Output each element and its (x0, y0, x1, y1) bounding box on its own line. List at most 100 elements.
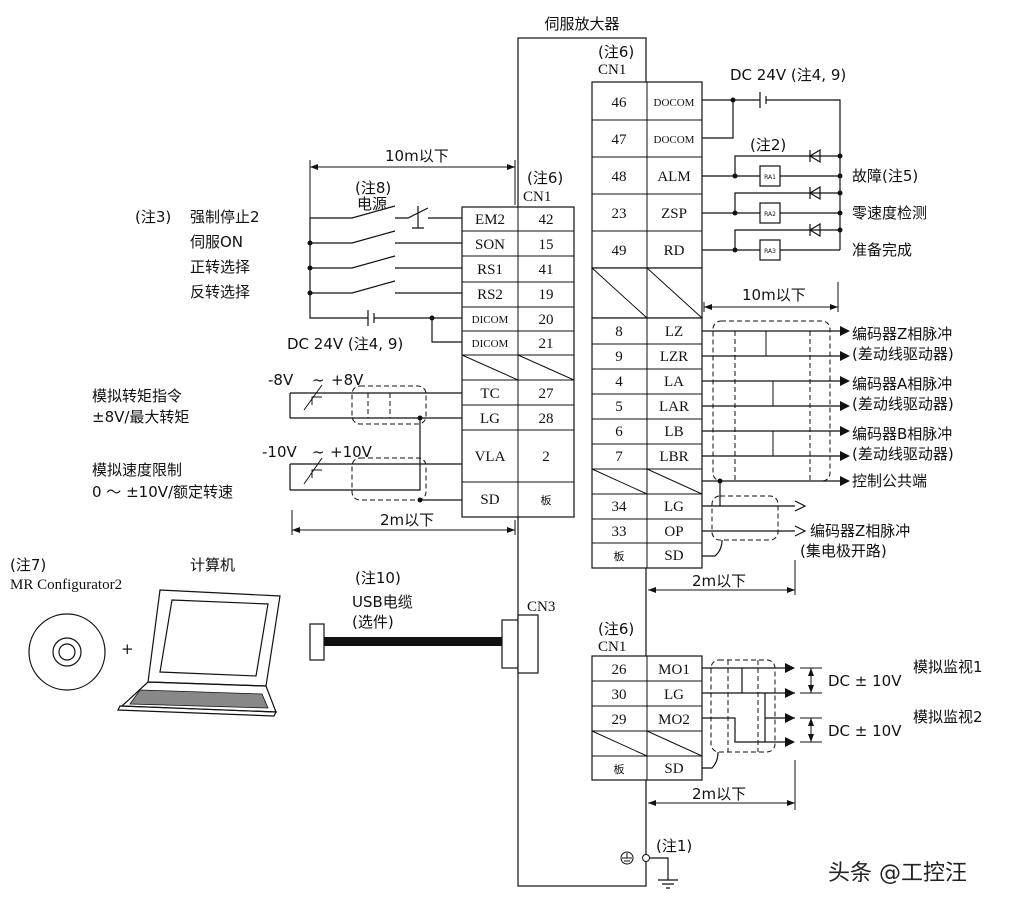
pin-28: 28 (539, 411, 554, 427)
pin-plate-left: 板 (541, 493, 552, 507)
pin-48: 48 (612, 169, 627, 185)
laptop-icon (117, 589, 281, 717)
signal-zsp: ZSP (661, 206, 687, 222)
pin-26: 26 (612, 662, 628, 678)
pin-41: 41 (539, 262, 554, 278)
relay-note: (注2) (750, 136, 786, 154)
cn1-top-note: (注6) (598, 43, 634, 61)
signal-sd-encoder: SD (664, 548, 683, 564)
monitor-wiring (702, 659, 822, 769)
pin-6: 6 (615, 424, 623, 440)
pin-8: 8 (615, 324, 623, 340)
analog-torque-range: ±8V/最大转矩 (92, 408, 189, 426)
watermark: 头条 @工控汪 (828, 861, 967, 886)
cn1-top-table: 46 DOCOM 47 DOCOM 48 ALM 23 ZSP 49 RD (591, 81, 703, 269)
signal-alm: ALM (657, 169, 690, 185)
relay-ra2: RA2 (764, 211, 776, 218)
input-group-note: (注3) (135, 208, 171, 226)
pin-9: 9 (615, 349, 623, 365)
signal-lg-30: LG (664, 687, 684, 703)
distance-left-bottom: 2m以下 (380, 511, 434, 529)
input-forced-stop: 强制停止2 (190, 208, 260, 226)
pin-15: 15 (539, 237, 554, 253)
pin-7: 7 (615, 449, 623, 465)
pin-42: 42 (539, 212, 554, 228)
signal-son: SON (475, 237, 505, 253)
pin-plate-encoder: 板 (614, 549, 625, 563)
power-note: (注8) (355, 179, 391, 197)
output-encoder-a-type: (差动线驱动器) (852, 395, 954, 413)
dc24v-top-label: DC 24V (注4, 9) (730, 66, 846, 84)
distance-encoder: 2m以下 (692, 572, 746, 590)
software-name: MR Configurator2 (10, 577, 122, 593)
analog-speed-range: 0 ～ ±10V/额定转速 (92, 483, 233, 501)
signal-dicom-20: DICOM (472, 314, 509, 326)
pin-47: 47 (612, 132, 628, 148)
cn1-monitor-note: (注6) (598, 620, 634, 638)
output-zero-speed: 零速度检测 (852, 204, 927, 222)
output-encoder-z-oc: 编码器Z相脉冲 (810, 522, 910, 540)
signal-mo2: MO2 (658, 712, 690, 728)
torque-plus: +8V (331, 371, 364, 389)
cn1-top-label: CN1 (598, 62, 626, 78)
signal-lzr: LZR (660, 349, 688, 365)
analog-monitor-2: 模拟监视2 (913, 708, 983, 726)
signal-lar: LAR (659, 399, 689, 415)
power-label: 电源 (357, 195, 387, 213)
output-control-common: 控制公共端 (852, 472, 927, 490)
pin-33: 33 (612, 524, 627, 540)
usb-cable-option: (选件) (352, 613, 394, 631)
signal-docom-47: DOCOM (654, 134, 695, 146)
signal-mo1: MO1 (658, 662, 690, 678)
signal-lg-34: LG (664, 499, 684, 515)
pin-plate-monitor: 板 (614, 762, 625, 776)
signal-sd-left: SD (480, 492, 499, 508)
relay-ra1: RA1 (764, 174, 776, 181)
pin-5: 5 (615, 399, 623, 415)
cn1-left-table: EM2 42 SON 15 RS1 41 RS2 19 DICOM 20 DIC… (461, 206, 575, 518)
cn1-left-label: CN1 (523, 189, 551, 205)
pin-49: 49 (612, 243, 627, 259)
signal-vla: VLA (475, 449, 506, 465)
signal-lz: LZ (665, 324, 683, 340)
torque-tilde: ~ (312, 371, 325, 389)
input-servo-on: 伺服ON (190, 233, 243, 251)
ground-note: (注1) (656, 837, 692, 855)
cd-icon (28, 613, 106, 691)
signal-sd-monitor: SD (664, 761, 683, 777)
signal-lb: LB (664, 424, 683, 440)
usb-cable-note: (注10) (355, 569, 401, 587)
distance-top-right: 10m以下 (742, 286, 806, 304)
pin-27: 27 (539, 386, 555, 402)
signal-rs2: RS2 (477, 287, 503, 303)
pin-46: 46 (612, 95, 628, 111)
dc24v-left-label: DC 24V (注4, 9) (287, 335, 403, 353)
encoder-wiring (702, 320, 850, 557)
output-ready: 准备完成 (852, 241, 912, 259)
amplifier-title: 伺服放大器 (544, 15, 619, 33)
signal-dicom-21: DICOM (472, 338, 509, 350)
speed-tilde: ~ (312, 443, 325, 461)
output-encoder-z-type: (差动线驱动器) (852, 345, 954, 363)
relay-ra3: RA3 (764, 248, 776, 255)
signal-rd: RD (664, 243, 685, 259)
torque-minus: -8V (268, 371, 294, 389)
dc-range-1: DC ± 10V (828, 672, 902, 690)
signal-lg-28: LG (480, 411, 500, 427)
dc-range-2: DC ± 10V (828, 722, 902, 740)
usb-cable (309, 614, 539, 674)
cn1-left-note: (注6) (527, 169, 563, 187)
output-encoder-z-oc-type: (集电极开路) (800, 542, 887, 560)
cn1-monitor-table: 26 MO1 30 LG 29 MO2 板 SD (591, 655, 703, 781)
input-forward: 正转选择 (190, 258, 250, 276)
input-reverse: 反转选择 (190, 283, 250, 301)
pin-30: 30 (612, 687, 627, 703)
signal-rs1: RS1 (477, 262, 503, 278)
usb-cable-label: USB电缆 (352, 593, 413, 611)
signal-docom-46: DOCOM (654, 97, 695, 109)
pin-2: 2 (542, 449, 550, 465)
output-fault: 故障(注5) (852, 167, 918, 185)
distance-left-top: 10m以下 (385, 147, 449, 165)
pin-4: 4 (615, 374, 623, 390)
